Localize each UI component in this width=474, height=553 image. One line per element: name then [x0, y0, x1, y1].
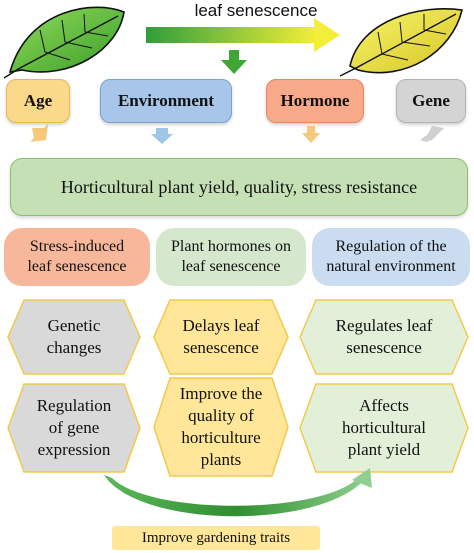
regulation-gene-expression-text: Regulation of gene expression	[10, 386, 138, 470]
stress-induced-line2: leaf senescence	[27, 258, 127, 275]
yield-quality-label: Horticultural plant yield, quality, stre…	[60, 176, 418, 197]
hexagon-line: Regulation	[36, 396, 112, 415]
hexagon-shape	[7, 383, 141, 473]
hexagon-shape	[299, 299, 469, 375]
hexagon-line: quality of	[188, 406, 254, 425]
down-arrow-icon	[221, 50, 247, 74]
gene-down-arrow-icon	[420, 126, 444, 142]
hexagon-shape	[153, 299, 289, 375]
improve-gardening-traits-label: Improve gardening traits	[141, 529, 291, 546]
hexagon-line: Improve the	[179, 384, 263, 403]
yield-quality-box: Horticultural plant yield, quality, stre…	[10, 158, 468, 216]
age-label: Age	[23, 91, 53, 110]
hormone-down-arrow-icon	[302, 126, 320, 143]
hormone-label: Hormone	[280, 91, 350, 110]
hexagon-shape	[153, 377, 289, 477]
hexagon-line: expression	[37, 440, 111, 459]
hexagon-line: Genetic	[47, 316, 101, 335]
senescence-arrow	[146, 18, 340, 52]
factor-arrows	[30, 124, 444, 144]
natural-environment-line1: Regulation of the	[335, 238, 447, 255]
hexagon-line: senescence	[183, 338, 259, 357]
hexagon-shape	[299, 383, 469, 473]
hexagon-line: horticultural	[341, 418, 427, 437]
senescence-label: leaf senescence	[194, 1, 318, 20]
hexagon-line: plant yield	[347, 440, 421, 459]
age-down-arrow-icon	[30, 124, 48, 142]
stress-induced-box: Stress-induced leaf senescence	[4, 228, 150, 286]
environment-box: Environment	[100, 79, 232, 123]
environment-down-arrow-icon	[151, 128, 173, 144]
gene-label: Gene	[412, 91, 450, 110]
improvement-curve	[104, 468, 372, 517]
age-box: Age	[6, 79, 70, 123]
hexagon-line: Regulates leaf	[335, 316, 433, 335]
hexagon-line: changes	[46, 338, 102, 357]
natural-environment-line2: natural environment	[326, 258, 456, 275]
hormone-box: Hormone	[266, 79, 364, 123]
improve-quality-text: Improve the quality of horticulture plants	[156, 380, 286, 474]
hexagon-line: plants	[200, 450, 242, 469]
hexagon-line: Affects	[359, 396, 409, 415]
hexagon-line: Delays leaf	[182, 316, 260, 335]
environment-label: Environment	[117, 91, 215, 110]
hexagon-line: horticulture	[181, 428, 261, 447]
genetic-changes-text: Genetic changes	[10, 300, 138, 374]
gene-box: Gene	[396, 79, 466, 123]
hexagon-line: senescence	[346, 338, 422, 357]
hexagon-shape	[7, 299, 141, 375]
yellow-leaf-icon	[339, 8, 463, 77]
plant-hormones-line2: leaf senescence	[181, 258, 281, 275]
hexagon-line: of gene	[48, 418, 100, 437]
hexagon-group	[7, 299, 469, 477]
stress-induced-line1: Stress-induced	[29, 238, 125, 255]
affects-yield-text: Affects horticultural plant yield	[302, 386, 466, 470]
natural-environment-box: Regulation of the natural environment	[312, 228, 470, 286]
plant-hormones-line1: Plant hormones on	[171, 238, 291, 255]
plant-hormones-box: Plant hormones on leaf senescence	[156, 228, 306, 286]
green-leaf-icon	[3, 6, 125, 79]
delays-leaf-senescence-text: Delays leaf senescence	[156, 300, 286, 374]
improve-gardening-traits-box: Improve gardening traits	[112, 526, 320, 550]
regulates-leaf-senescence-text: Regulates leaf senescence	[302, 300, 466, 374]
